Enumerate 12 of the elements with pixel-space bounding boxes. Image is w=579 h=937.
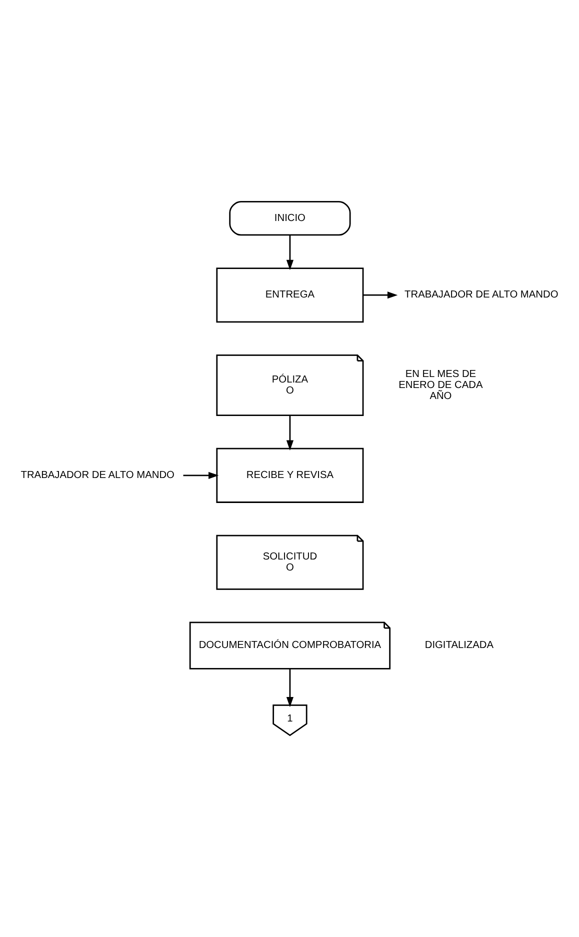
node-label: EN EL MES DE ENERO DE CADA AÑO [398,368,483,402]
node-box: RECIBE Y REVISA [216,448,364,503]
node-box: ENTREGA [216,268,364,323]
node-text: TRABAJADOR DE ALTO MANDO [20,470,174,482]
arrow [286,669,294,708]
arrow [183,472,219,479]
node-text: TRABAJADOR DE ALTO MANDO [404,290,558,301]
arrow [286,235,294,270]
arrow [363,292,398,299]
node-label: DIGITALIZADA [424,640,494,652]
node-box: INICIO [229,201,351,236]
arrow [286,415,294,450]
